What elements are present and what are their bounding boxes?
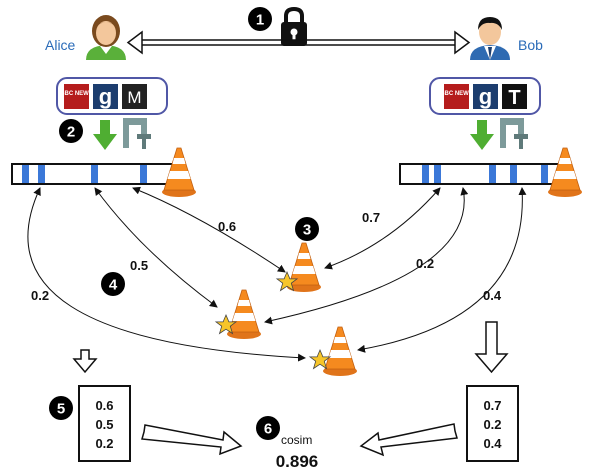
vector-value: 0.7 bbox=[483, 398, 501, 413]
source-label: T bbox=[508, 87, 520, 109]
guardian-icon: g bbox=[473, 84, 498, 109]
source-label: g bbox=[99, 84, 112, 109]
step-number: 2 bbox=[67, 124, 75, 141]
step-badge-5: 5 bbox=[49, 396, 73, 420]
source-label: g bbox=[479, 84, 492, 109]
alice-link-weight: 0.6 bbox=[218, 219, 236, 234]
bob-link-weight: 0.4 bbox=[483, 288, 502, 303]
bob-name: Bob bbox=[518, 37, 543, 53]
shared-item-3 bbox=[309, 326, 358, 377]
alice-to-result-arrow bbox=[141, 424, 243, 456]
bob-to-result-arrow bbox=[359, 423, 458, 457]
link-arrows bbox=[27, 186, 527, 362]
alice-clamp-icon bbox=[123, 118, 151, 149]
guardian-icon: g bbox=[93, 84, 118, 109]
source-label: M bbox=[127, 88, 141, 107]
alice-link-weight: 0.2 bbox=[31, 288, 49, 303]
vlc-cone-icon bbox=[322, 326, 358, 377]
bob-link-weight: 0.2 bbox=[416, 256, 434, 271]
bob-down-arrow bbox=[474, 321, 509, 374]
bbc-news-icon: BBC NEWS bbox=[60, 84, 93, 109]
step-number: 5 bbox=[57, 401, 65, 418]
shared-item-1 bbox=[276, 242, 322, 293]
step-badge-6: 6 bbox=[256, 416, 280, 440]
vector-value: 0.2 bbox=[95, 436, 113, 451]
alice-filter-bar bbox=[11, 163, 176, 185]
alice-vector-box: 0.6 0.5 0.2 bbox=[78, 385, 131, 462]
vector-value: 0.6 bbox=[95, 398, 113, 413]
bob-avatar bbox=[470, 17, 510, 60]
bob-filter-bar bbox=[399, 163, 561, 185]
cosim-label: cosim bbox=[281, 433, 312, 447]
source-label: BBC NEWS bbox=[440, 91, 473, 97]
shared-item-2 bbox=[215, 289, 262, 340]
bob-link-arrow bbox=[357, 187, 527, 353]
alice-download-arrow bbox=[93, 120, 117, 150]
alice-link-arrow bbox=[132, 186, 286, 273]
step-number: 4 bbox=[109, 277, 118, 294]
bob-download-arrow bbox=[470, 120, 494, 150]
vector-value: 0.2 bbox=[483, 417, 501, 432]
alice-link-arrow bbox=[27, 187, 306, 362]
bob-clamp-icon bbox=[500, 118, 528, 149]
bob-link-weight: 0.7 bbox=[362, 210, 380, 225]
secure-channel-arrow bbox=[126, 30, 471, 55]
bob-link-arrow bbox=[264, 187, 469, 325]
nyt-icon: T bbox=[502, 84, 527, 109]
similarity-result: 0.896 bbox=[276, 452, 319, 470]
alice-name: Alice bbox=[45, 37, 76, 53]
step-number: 1 bbox=[256, 12, 264, 29]
bob-vector-box: 0.7 0.2 0.4 bbox=[466, 385, 519, 462]
vector-value: 0.4 bbox=[483, 436, 502, 451]
vector-value: 0.5 bbox=[95, 417, 113, 432]
step-number: 3 bbox=[303, 222, 311, 239]
alice-news-sources: BBC NEWS g M bbox=[56, 77, 168, 115]
bbc-news-icon: BBC NEWS bbox=[440, 84, 473, 109]
step-badge-4: 4 bbox=[101, 272, 125, 296]
bob-news-sources: BBC NEWS g T bbox=[429, 77, 541, 115]
step-badge-3: 3 bbox=[295, 217, 319, 241]
alice-link-weight: 0.5 bbox=[130, 258, 148, 273]
alice-avatar bbox=[86, 15, 126, 60]
step-number: 6 bbox=[264, 421, 272, 438]
source-label: BBC NEWS bbox=[60, 91, 93, 97]
le-monde-icon: M bbox=[122, 84, 147, 109]
step-badge-2: 2 bbox=[59, 119, 83, 143]
alice-down-arrow bbox=[72, 349, 98, 374]
step-badge-1: 1 bbox=[248, 7, 272, 31]
